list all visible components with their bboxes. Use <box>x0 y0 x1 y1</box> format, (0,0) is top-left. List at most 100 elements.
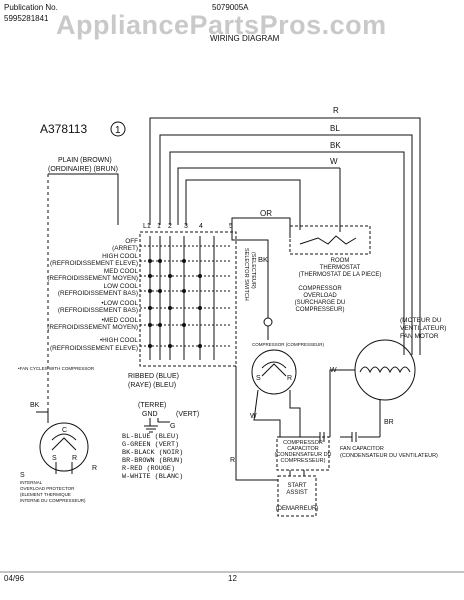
switch-contact-dot <box>148 274 152 278</box>
compressor-symbol <box>251 349 297 395</box>
overload-label-3: (SURCHARGE DU <box>295 300 346 306</box>
switch-contact-dot <box>198 306 202 310</box>
footer-page: 12 <box>228 574 237 583</box>
figure-number: 1 <box>115 125 121 136</box>
overload-label-4: COMPRESSEUR) <box>295 307 344 313</box>
mode-high-cool-fr: (REFROIDISSEMENT ELEVE) <box>50 260 138 267</box>
terminal-l1: L1 <box>143 223 151 230</box>
fan-cap-label-1: FAN CAPACITOR <box>340 446 384 452</box>
switch-contact-dot <box>168 274 172 278</box>
overload-label-2: OVERLOAD <box>303 293 337 299</box>
compressor-leads <box>253 389 301 437</box>
compressor-label: COMPRESSOR (COMPRESSEUR) <box>252 342 325 347</box>
mode-off: OFF <box>125 238 138 245</box>
legend-red: R-RED (ROUGE) <box>122 465 175 473</box>
terminal-5: 5 <box>229 223 233 230</box>
plain-wire <box>48 173 119 225</box>
publication-number: 5995281841 <box>4 14 49 23</box>
fan-motor-label-2: VENTILATEUR) <box>400 325 446 332</box>
thermostat-box <box>289 225 371 255</box>
mode-off-fr: (ARRET) <box>112 245 138 252</box>
wire-w-label-2: W <box>250 413 257 420</box>
overload-terminal <box>263 317 273 327</box>
mode-fan-med-cool: •MED COOL <box>102 317 139 324</box>
legend-black: BK-BLACK (NOIR) <box>122 449 183 457</box>
publication-label: Publication No. <box>4 3 58 12</box>
ground-label-3: G <box>170 423 175 430</box>
fan-motor-label-1: (MOTEUR DU <box>400 317 442 324</box>
switch-contact-grid <box>140 236 232 360</box>
fan-motor-symbol <box>354 339 416 401</box>
selector-switch-label-fr: (SELECTEUR) <box>250 252 256 289</box>
wire-or-label: OR <box>260 209 272 218</box>
comp-cap-label-1: COMPRESSOR <box>283 440 323 446</box>
start-assist-label-1: START <box>287 483 306 489</box>
start-assist-leads <box>289 470 305 476</box>
fan-motor-leads <box>329 369 381 437</box>
switch-contact-dot <box>168 306 172 310</box>
ground-wire <box>157 418 170 423</box>
comp-cap-label-2: CAPACITOR <box>287 446 319 452</box>
fan-capacitor-symbol <box>351 432 357 442</box>
color-legend: BL-BLUE (BLEU) G-GREEN (VERT) BK-BLACK (… <box>122 433 183 481</box>
ground-symbol <box>144 418 158 433</box>
fan-cap-label-2: (CONDENSATEUR DU VENTILATEUR) <box>340 453 438 459</box>
fan-cycle-note: •FAN CYCLES WITH COMPRESSOR <box>18 366 95 371</box>
ground-label-4: (VERT) <box>176 411 199 418</box>
wire-or <box>231 217 291 238</box>
switch-mode-labels: OFF (ARRET) HIGH COOL (REFROIDISSEMENT E… <box>47 238 138 352</box>
compressor-windings <box>261 361 287 377</box>
switch-terminals: L1 1 2 3 4 5 <box>143 223 233 230</box>
terminal-3: 3 <box>184 223 188 230</box>
switch-contact-dot <box>148 259 152 263</box>
switch-contact-dot <box>182 289 186 293</box>
switch-contact-dot <box>148 306 152 310</box>
compressor-terminal-s: S <box>256 375 261 382</box>
figure-number-circle <box>110 121 126 137</box>
compressor-capacitor-box <box>276 436 330 471</box>
watermark: AppliancePartsPros.com <box>56 10 387 40</box>
ground-label-2: GND <box>142 411 158 418</box>
start-assist-box <box>277 475 317 517</box>
ground-label-1: (TERRE) <box>138 402 166 409</box>
thermostat-label-2: THERMOSTAT <box>320 265 361 271</box>
ribbed-label-1: RIBBED (BLUE) <box>128 373 179 380</box>
switch-contact-dot <box>148 344 152 348</box>
legend-brown: BR-BROWN (BRUN) <box>122 457 183 465</box>
legend-white: W-WHITE (BLANC) <box>122 473 183 481</box>
switch-contact-dot <box>158 323 162 327</box>
switch-contact-dot <box>182 323 186 327</box>
selector-switch-label: SELECTOR SWITCH <box>243 248 249 301</box>
switch-contact-dot <box>158 289 162 293</box>
terminal-1: 1 <box>157 223 161 230</box>
internal-compressor-windings <box>51 433 77 451</box>
internal-compressor-leads <box>47 410 73 474</box>
internal-overload-3: (ELEMENT THERMIQUE <box>20 492 71 497</box>
wire-r-label: R <box>333 106 339 115</box>
mode-low-cool-fr: (REFROIDISSEMENT BAS) <box>58 290 138 297</box>
diagram-title: WIRING DIAGRAM <box>210 34 280 43</box>
mode-fan-med-cool-fr: (REFROIDISSEMENT MOYEN) <box>47 324 138 331</box>
internal-compressor-symbol <box>39 422 89 472</box>
switch-contact-dot <box>182 259 186 263</box>
start-assist-label-3: (DEMARREUR) <box>276 506 319 512</box>
mode-fan-high-cool-fr: (REFROIDISSEMENT ELEVE) <box>50 345 138 352</box>
comp-cap-label-4: COMPRESSEUR) <box>281 458 326 464</box>
fan-motor-label-3: FAN MOTOR <box>400 333 439 340</box>
mode-med-cool-fr: (REFROIDISSEMENT MOYEN) <box>47 275 138 282</box>
switch-contact-dot <box>148 323 152 327</box>
legend-blue: BL-BLUE (BLEU) <box>122 433 179 441</box>
terminal-2: 2 <box>168 223 172 230</box>
fan-motor-windings <box>359 366 411 374</box>
internal-terminal-r: R <box>72 455 77 462</box>
start-assist-label-2: ASSIST <box>286 490 308 496</box>
wire-r-label-2: R <box>230 457 235 464</box>
internal-overload-4: INTERNE DU COMPRESSEUR) <box>20 498 86 503</box>
wire-bk-label-2: BK <box>258 255 268 264</box>
wire-w-label-3: W <box>330 367 337 374</box>
thermostat-label-3: (THERMOSTAT DE LA PIECE) <box>299 272 382 278</box>
wire-w-label: W <box>330 157 338 166</box>
mode-fan-low-cool-fr: (REFROIDISSEMENT BAS) <box>58 307 138 314</box>
